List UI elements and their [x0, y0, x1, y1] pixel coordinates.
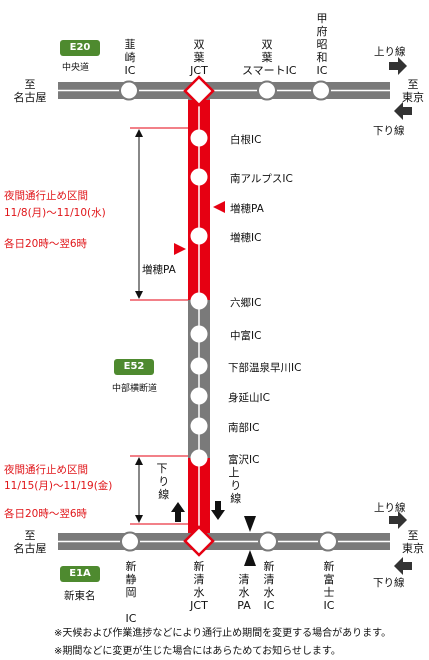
- stop-shimobe-onsen-hayakawa-ic: 下部温泉早川IC: [228, 362, 302, 374]
- pa-triangle-icon: [244, 516, 256, 532]
- route-badge-e20: E20: [60, 40, 100, 56]
- closure1-title: 夜間通行止め区間: [4, 190, 88, 202]
- jct-futaba: 双 葉 JCT: [190, 38, 208, 77]
- ic-shin-fuji: 新 富 士 IC: [323, 560, 335, 612]
- road-name-shin-tomei: 新東名: [64, 590, 96, 602]
- stop-masuho-pa-down: 増穂PA: [142, 264, 176, 276]
- down-line-label-top: 下り線: [373, 125, 405, 137]
- arrow-down-icon: [211, 501, 225, 520]
- jct-marker: [183, 75, 215, 107]
- ic-marker: [318, 531, 338, 552]
- ic-futaba-smart: 双 葉 スマートIC: [242, 38, 297, 77]
- pa-flag-icon: [213, 201, 225, 213]
- footnote-2: ※期間などに変更が生じた場合にはあらためてお知らせします。: [54, 646, 341, 657]
- jct-marker: [183, 525, 215, 557]
- stop-tomizawa-ic: 富沢IC: [228, 454, 260, 466]
- arrow-right-icon: [389, 57, 407, 75]
- terminal-tokyo-bottom: 至 東京: [402, 529, 424, 555]
- stop-marker: [190, 168, 208, 186]
- ic-shin-shizuoka: 新 静 岡 IC: [125, 560, 137, 625]
- closure2-dates: 11/15(月)～11/19(金): [4, 480, 113, 492]
- stop-marker: [190, 449, 208, 467]
- arrow-right-icon: [389, 511, 407, 529]
- up-line-label-mid: 上 り 線: [228, 466, 242, 505]
- ic-shin-shimizu: 新 清 水 IC: [263, 560, 275, 612]
- ic-marker: [257, 80, 277, 101]
- terminal-nagoya-top: 至 名古屋: [13, 78, 47, 104]
- stop-nanbu-ic: 南部IC: [228, 422, 260, 434]
- ic-nirasaki: 韮 崎 IC: [124, 38, 136, 77]
- terminal-tokyo-top: 至 東京: [402, 78, 424, 104]
- footnote-1: ※天候および作業進捗などにより通行止め期間を変更する場合があります。: [54, 628, 392, 639]
- route-badge-e1a: E1A: [60, 566, 100, 582]
- stop-rokugo-ic: 六郷IC: [230, 297, 262, 309]
- down-line-label-mid: 下 り 線: [156, 462, 170, 501]
- road-name-chubu-odan: 中部横断道: [112, 384, 158, 394]
- stop-marker: [190, 227, 208, 245]
- up-line-label-top: 上り線: [374, 46, 406, 58]
- stop-minami-alps-ic: 南アルプスIC: [230, 173, 293, 185]
- closure1-hours: 各日20時～翌6時: [4, 238, 88, 250]
- closure2-title: 夜間通行止め区間: [4, 464, 88, 476]
- closure1-dates: 11/8(月)～11/10(水): [4, 207, 106, 219]
- ic-kofu-showa: 甲 府 昭 和 IC: [316, 12, 328, 77]
- stop-marker: [190, 387, 208, 405]
- stop-marker: [190, 325, 208, 343]
- arrow-left-icon: [394, 557, 412, 575]
- stop-marker: [190, 357, 208, 375]
- ic-marker: [258, 531, 278, 552]
- stop-minobusan-ic: 身延山IC: [228, 392, 270, 404]
- up-line-label-bottom: 上り線: [374, 502, 406, 514]
- down-line-label-bottom: 下り線: [373, 577, 405, 589]
- ic-marker: [311, 80, 331, 101]
- ic-marker: [120, 531, 140, 552]
- stop-masuho-pa-up: 増穂PA: [230, 203, 264, 215]
- pa-flag-icon: [174, 243, 186, 255]
- stop-shirane-ic: 白根IC: [230, 134, 262, 146]
- route-badge-e52: E52: [114, 359, 154, 375]
- stop-marker: [190, 417, 208, 435]
- arrow-left-icon: [394, 102, 412, 120]
- pa-triangle-icon: [244, 550, 256, 566]
- jct-shin-shimizu: 新 清 水 JCT: [190, 560, 208, 612]
- terminal-nagoya-bottom: 至 名古屋: [13, 529, 47, 555]
- closure2-hours: 各日20時～翌6時: [4, 508, 88, 520]
- stop-nakatomi-ic: 中富IC: [230, 330, 262, 342]
- stop-marker: [190, 292, 208, 310]
- road-name-chuo: 中央道: [62, 63, 90, 73]
- pa-shimizu: 清 水 PA: [237, 573, 251, 612]
- stop-masuho-ic: 増穂IC: [230, 232, 262, 244]
- arrow-up-icon: [171, 502, 185, 522]
- ic-marker: [119, 80, 139, 101]
- stop-marker: [190, 129, 208, 147]
